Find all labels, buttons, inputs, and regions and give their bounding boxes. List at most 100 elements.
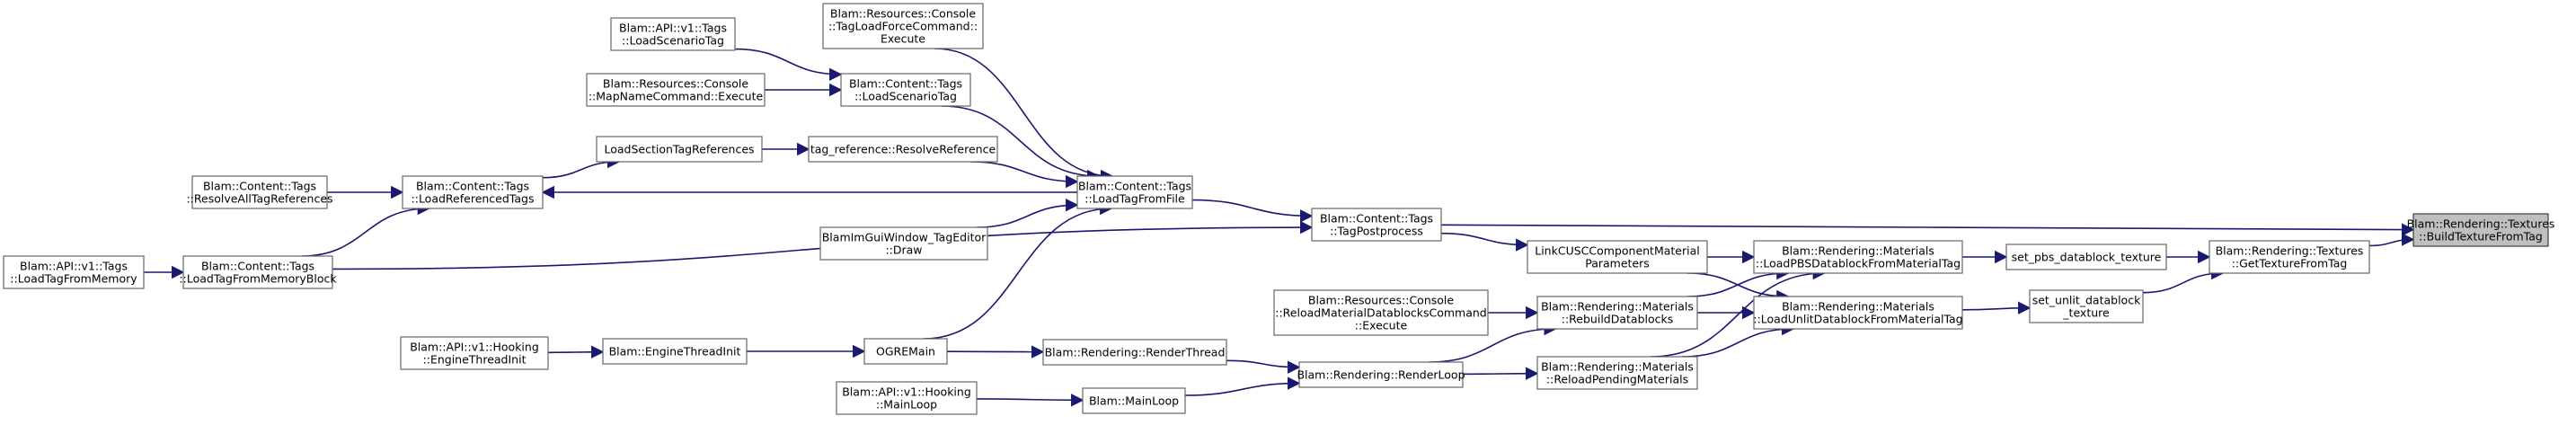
node-loadmemblock[interactable]: Blam::Content::Tags::LoadTagFromMemoryBl… xyxy=(179,255,337,289)
edge-imgui-to-loadtagfile xyxy=(977,199,1079,228)
node-label-line: ::LoadTagFromFile xyxy=(1084,192,1185,206)
node-label-line: Blam::Content::Tags xyxy=(416,180,529,193)
node-box xyxy=(1273,289,1489,336)
edge-ogremain-to-loadtagfile xyxy=(924,201,1113,340)
node-label-line: Blam::Content::Tags xyxy=(1078,180,1191,193)
node-label-line: ::ResolveAllTagReferences xyxy=(186,192,332,206)
node-apimainloop[interactable]: Blam::API::v1::Hooking::MainLoop xyxy=(836,381,978,415)
node-unlit[interactable]: set_unlit_datablock_texture xyxy=(2029,289,2144,323)
node-box xyxy=(602,338,748,365)
node-label-line: LoadSectionTagReferences xyxy=(604,143,754,156)
node-label-line: Blam::Rendering::Materials xyxy=(1541,360,1694,374)
edge-gettex-to-build xyxy=(2368,233,2415,247)
node-label-line: ::MapNameCommand::Execute xyxy=(589,90,764,103)
node-box xyxy=(1076,175,1193,209)
node-label-line: tag_reference::ResolveReference xyxy=(810,143,996,156)
node-label-line: Blam::Rendering::Materials xyxy=(1782,300,1934,314)
node-label-line: Blam::API::v1::Hooking xyxy=(410,341,539,354)
node-label-line: ::TagLoadForceCommand:: xyxy=(828,20,978,33)
node-box xyxy=(819,226,988,261)
node-box xyxy=(1042,339,1227,366)
node-mainloop[interactable]: Blam::MainLoop xyxy=(1082,387,1186,414)
node-reloadpend[interactable]: Blam::Rendering::Materials::ReloadPendin… xyxy=(1536,356,1698,390)
node-label-line: ::EngineThreadInit xyxy=(423,353,527,367)
node-box xyxy=(1753,240,1963,274)
edge-linkcusc-to-loadunlit xyxy=(1686,272,1790,304)
edge-reloadpend-to-loadunlit xyxy=(1681,322,1795,358)
node-box xyxy=(2005,243,2167,270)
edge-loadunlit-to-unlit xyxy=(1961,301,2032,314)
node-label-line: Blam::API::v1::Hooking xyxy=(842,385,971,399)
edge-tagloadforce-to-loadtagfile xyxy=(934,48,1114,183)
node-box xyxy=(1082,387,1186,414)
edge-reloadpend-to-loadpbs xyxy=(1651,266,1827,358)
node-box xyxy=(1536,296,1698,330)
node-box xyxy=(808,136,998,163)
node-label-line: ::ReloadPendingMaterials xyxy=(1546,373,1688,386)
node-reloadcmd[interactable]: Blam::Resources::Console::ReloadMaterial… xyxy=(1273,289,1489,336)
node-box xyxy=(586,73,766,107)
node-enginethread[interactable]: Blam::EngineThreadInit xyxy=(602,338,748,365)
node-label-line: Blam::Content::Tags xyxy=(203,180,316,193)
node-tagloadforce[interactable]: Blam::Resources::Console::TagLoadForceCo… xyxy=(822,3,984,49)
node-mapname[interactable]: Blam::Resources::Console::MapNameCommand… xyxy=(586,73,766,107)
node-label-line: LinkCUSCComponentMaterial xyxy=(1535,244,1700,258)
node-loadreferenced[interactable]: Blam::Content::Tags::LoadReferencedTags xyxy=(402,175,544,209)
node-label-line: ::RebuildDatablocks xyxy=(1562,313,1674,326)
node-loadsection[interactable]: LoadSectionTagReferences xyxy=(596,136,763,163)
node-label-line: ::BuildTextureFromTag xyxy=(2419,230,2543,243)
node-label-line: Blam::Content::Tags xyxy=(201,260,314,273)
node-rebuild[interactable]: Blam::Rendering::Materials::RebuildDatab… xyxy=(1536,296,1698,330)
node-renderthread[interactable]: Blam::Rendering::RenderThread xyxy=(1042,339,1227,366)
node-label-line: Blam::API::v1::Tags xyxy=(20,260,128,273)
edge-unlit-to-gettex xyxy=(2142,266,2225,294)
node-build[interactable]: Blam::Rendering::Textures::BuildTextureF… xyxy=(2407,213,2555,247)
edges-layer xyxy=(144,48,2415,407)
node-imgui[interactable]: BlamImGuiWindow_TagEditor::Draw xyxy=(819,226,988,261)
node-box xyxy=(191,175,328,209)
node-tagpost[interactable]: Blam::Content::Tags::TagPostprocess xyxy=(1311,208,1442,242)
node-loadtagfile[interactable]: Blam::Content::Tags::LoadTagFromFile xyxy=(1076,175,1193,209)
node-gettex[interactable]: Blam::Rendering::Textures::GetTextureFro… xyxy=(2209,240,2370,274)
node-label-line: OGREMain xyxy=(876,345,935,359)
node-ogremain[interactable]: OGREMain xyxy=(863,338,948,365)
node-renderloop[interactable]: Blam::Rendering::RenderLoop xyxy=(1297,361,1465,388)
node-box xyxy=(1311,208,1442,242)
node-box xyxy=(1753,296,1963,330)
node-label-line: Blam::Rendering::Textures xyxy=(2407,217,2555,231)
node-label-line: Execute xyxy=(881,32,925,46)
node-box xyxy=(402,175,544,209)
node-apiloadmem[interactable]: Blam::API::v1::Tags::LoadTagFromMemory xyxy=(3,255,145,289)
edge-loadscenario-to-loadtagfile xyxy=(942,105,1101,183)
node-label-line: Blam::EngineThreadInit xyxy=(609,345,741,359)
edge-loadreferenced-to-loadsection xyxy=(542,155,621,179)
node-resolveref[interactable]: tag_reference::ResolveReference xyxy=(808,136,998,163)
node-pbs[interactable]: set_pbs_datablock_texture xyxy=(2005,243,2167,270)
node-box xyxy=(610,17,736,51)
node-resolveall[interactable]: Blam::Content::Tags::ResolveAllTagRefere… xyxy=(186,175,333,209)
node-loadscenario[interactable]: Blam::Content::Tags::LoadScenarioTag xyxy=(840,73,971,107)
edge-apiloadscenario-to-loadscenario xyxy=(734,48,843,81)
node-label-line: Blam::Resources::Console xyxy=(830,7,976,21)
node-box xyxy=(1527,240,1708,274)
node-loadunlit[interactable]: Blam::Rendering::Materials::LoadUnlitDat… xyxy=(1753,296,1963,330)
node-label-line: Blam::API::v1::Tags xyxy=(619,22,727,35)
node-label-line: ::ReloadMaterialDatablocksCommand xyxy=(1275,306,1487,320)
edge-renderthread-to-renderloop xyxy=(1226,359,1301,374)
node-label-line: Blam::Rendering::Materials xyxy=(1541,300,1694,314)
edge-renderloop-to-reloadpend xyxy=(1462,367,1539,380)
edge-apimainloop-to-mainloop xyxy=(976,394,1084,407)
node-apiloadscenario[interactable]: Blam::API::v1::Tags::LoadScenarioTag xyxy=(610,17,736,51)
node-apienginethread[interactable]: Blam::API::v1::Hooking::EngineThreadInit xyxy=(400,336,549,370)
edge-apienginethread-to-enginethread xyxy=(547,345,605,359)
node-box xyxy=(2029,289,2144,323)
node-label-line: Blam::Rendering::RenderLoop xyxy=(1297,368,1465,382)
edge-loadmemblock-to-loadreferenced xyxy=(301,201,431,257)
edge-resolveref-to-loadtagfile xyxy=(970,161,1079,189)
node-loadpbs[interactable]: Blam::Rendering::Materials::LoadPBSDatab… xyxy=(1753,240,1963,274)
node-label-line: Blam::Rendering::Textures xyxy=(2216,244,2364,258)
node-label-line: ::Execute xyxy=(1355,319,1408,332)
node-label-line: set_pbs_datablock_texture xyxy=(2012,251,2162,264)
